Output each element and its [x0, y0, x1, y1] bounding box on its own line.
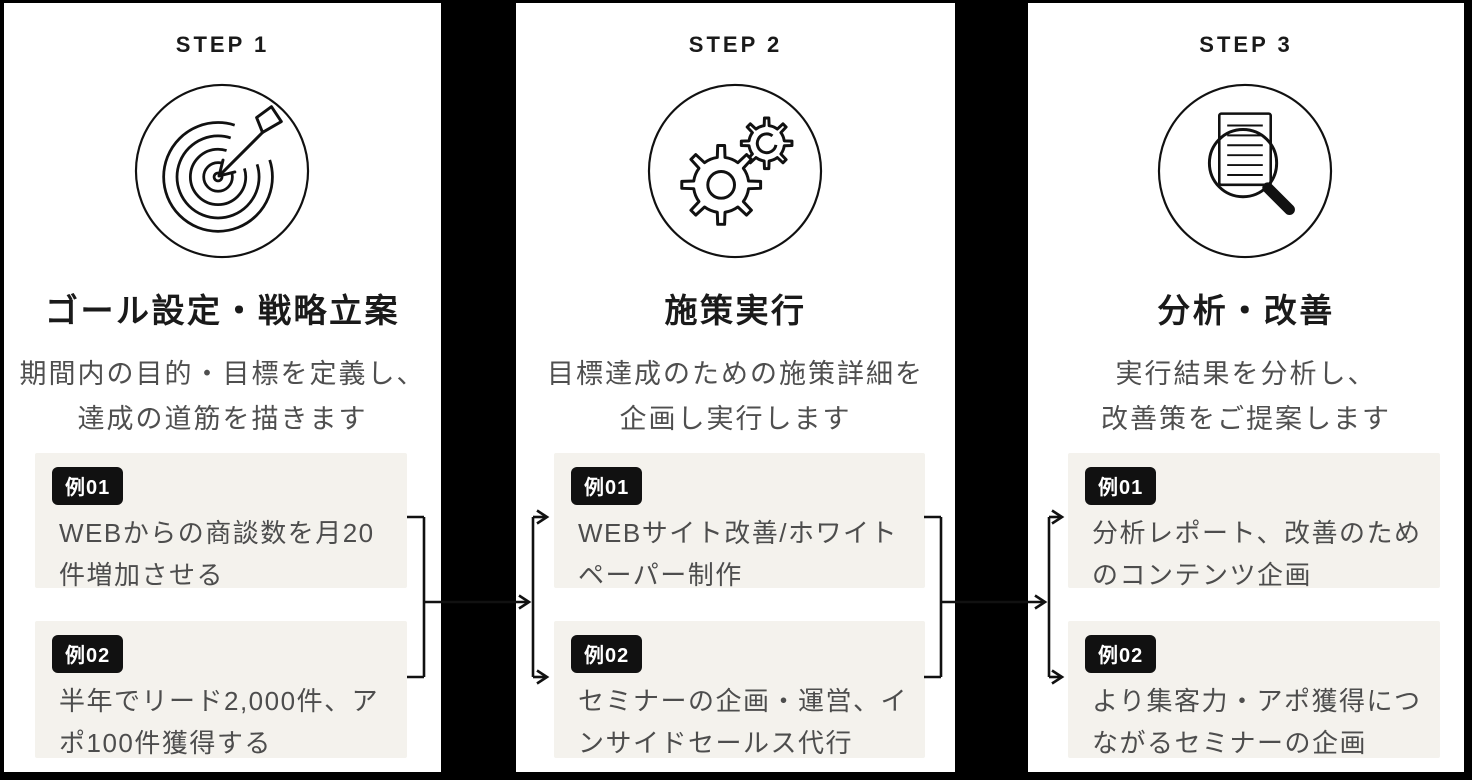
- example-badge: 例02: [52, 635, 124, 673]
- example-box: 例01 分析レポート、改善のため のコンテンツ企画: [1068, 453, 1440, 590]
- example-box: 例02 セミナーの企画・運営、イ ンサイドセールス代行: [554, 621, 925, 758]
- step-title: 分析・改善: [1157, 292, 1335, 329]
- step-card-1: STEP 1 ゴール設定・戦略立案 期間内の目的・目標を定義し、 達成: [4, 3, 441, 772]
- example-text: WEBサイト改善/ホワイト ペーパー制作: [578, 518, 898, 590]
- step-description: 実行結果を分析し、 改善策をご提案します: [1101, 359, 1391, 434]
- gears-icon: [646, 82, 826, 262]
- example-badge: 例01: [1085, 467, 1157, 505]
- magnifier-document-icon: [1156, 82, 1336, 262]
- step-card-2: STEP 2 施策実行 目標達成のための施策詳細を 企画し実行します 例01 W…: [516, 3, 955, 772]
- example-box: 例02 半年でリード2,000件、ア ポ100件獲得する: [35, 621, 407, 758]
- step-label: STEP 1: [175, 32, 270, 57]
- example-box: 例01 WEBからの商談数を月20 件増加させる: [35, 453, 407, 590]
- step-description: 目標達成のための施策詳細を 企画し実行します: [547, 359, 924, 434]
- step-title: 施策実行: [664, 292, 807, 329]
- example-text: 分析レポート、改善のため のコンテンツ企画: [1092, 518, 1422, 590]
- example-text: セミナーの企画・運営、イ ンサイドセールス代行: [578, 686, 909, 758]
- example-badge: 例01: [52, 467, 124, 505]
- example-text: より集客力・アポ獲得につ ながるセミナーの企画: [1092, 686, 1422, 758]
- step-description: 期間内の目的・目標を定義し、 達成の道筋を描きます: [19, 359, 426, 434]
- step-card-3: STEP 3 分析・改善 実行結果を分析し、 改善策をご提案します 例01: [1028, 3, 1464, 772]
- example-badge: 例02: [571, 635, 643, 673]
- example-text: 半年でリード2,000件、ア ポ100件獲得する: [59, 686, 380, 758]
- example-badge: 例01: [571, 467, 643, 505]
- example-box: 例01 WEBサイト改善/ホワイト ペーパー制作: [554, 453, 925, 590]
- step-title: ゴール設定・戦略立案: [45, 292, 400, 329]
- example-badge: 例02: [1085, 635, 1157, 673]
- target-icon: [133, 82, 313, 262]
- step-label: STEP 2: [688, 32, 783, 57]
- example-box: 例02 より集客力・アポ獲得につ ながるセミナーの企画: [1068, 621, 1440, 758]
- step-label: STEP 3: [1199, 32, 1293, 57]
- example-text: WEBからの商談数を月20 件増加させる: [59, 518, 375, 590]
